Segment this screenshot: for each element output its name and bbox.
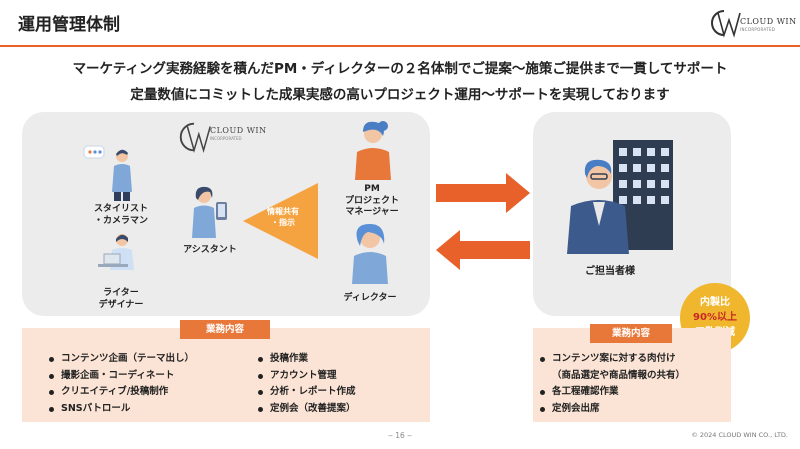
team-tasks-box xyxy=(22,328,430,422)
list-item: コンテンツ企画（テーマ出し） xyxy=(48,351,194,368)
client-label: ご担当者様 xyxy=(585,266,635,277)
client-tasks-box xyxy=(533,328,731,422)
team-tasks-list-1: コンテンツ企画（テーマ出し） 撮影企画・コーディネート クリエイティブ/投稿制作… xyxy=(48,351,194,417)
team-tasks-title: 業務内容 xyxy=(180,320,270,339)
list-item: 投稿作業 xyxy=(257,351,356,368)
pm-illustration-icon xyxy=(355,121,391,180)
stylist-illustration-icon xyxy=(83,145,132,201)
writer-label: ライター デザイナー xyxy=(98,288,144,310)
info-share-arrow-icon xyxy=(243,183,318,259)
page-title: 運用管理体制 xyxy=(18,15,120,35)
list-item: 分析・レポート作成 xyxy=(257,384,356,401)
director-illustration-icon xyxy=(352,224,388,284)
headline-line-2: 定量数値にコミットした成果実感の高いプロジェクト運用〜サポートを実現しております xyxy=(130,87,670,103)
list-item: 定例会（改善提案） xyxy=(257,401,356,418)
team-tasks-list-2: 投稿作業 アカウント管理 分析・レポート作成 定例会（改善提案） xyxy=(257,351,356,417)
pm-label: PM プロジェクト マネージャー xyxy=(344,184,399,218)
assistant-label: アシスタント xyxy=(183,245,237,255)
list-item: 定例会出席 xyxy=(539,401,685,418)
copyright: © 2024 CLOUD WIN CO., LTD. xyxy=(691,431,788,439)
client-tasks-list: コンテンツ案に対する肉付け （商品選定や商品情報の共有） 各工程確認作業 定例会… xyxy=(539,351,685,417)
list-item-continuation: （商品選定や商品情報の共有） xyxy=(552,369,686,381)
arrow-right-icon xyxy=(436,173,530,213)
company-logo: CLOUD WIN INCORPORATED xyxy=(706,5,797,41)
list-item: コンテンツ案に対する肉付け xyxy=(539,351,685,368)
headline-line-1: マーケティング実務経験を積んだPM・ディレクターの２名体制でご提案〜施策ご提供ま… xyxy=(72,61,728,77)
team-logo-subtext: INCORPORATED xyxy=(210,136,242,141)
writer-illustration-icon xyxy=(98,234,134,270)
list-item: クリエイティブ/投稿制作 xyxy=(48,384,194,401)
list-item: 各工程確認作業 xyxy=(539,384,685,401)
list-item: アカウント管理 xyxy=(257,368,356,385)
client-tasks-title: 業務内容 xyxy=(590,324,672,343)
logo-subtext: INCORPORATED xyxy=(740,27,776,32)
director-label: ディレクター xyxy=(343,293,397,303)
team-logo: CLOUD WIN INCORPORATED xyxy=(176,117,296,157)
arrow-left-icon xyxy=(436,230,530,270)
assistant-illustration-icon xyxy=(192,186,227,238)
stylist-label: スタイリスト ・カメラマン xyxy=(93,204,148,226)
badge-line-2: 90%以上 xyxy=(693,312,737,323)
client-illustration-icon xyxy=(567,140,673,254)
title-rule xyxy=(0,45,800,47)
cw-logo-icon xyxy=(179,122,211,154)
team-logo-text: CLOUD WIN xyxy=(210,126,267,135)
list-item: 撮影企画・コーディネート xyxy=(48,368,194,385)
list-item: SNSパトロール xyxy=(48,401,194,418)
logo-text: CLOUD WIN xyxy=(740,17,797,26)
info-share-label: 情報共有 ・指示 xyxy=(267,207,299,227)
page-number: ‒ 16 ‒ xyxy=(388,431,412,440)
cw-logo-icon xyxy=(711,10,741,38)
badge-line-1: 内製比 xyxy=(700,297,730,308)
